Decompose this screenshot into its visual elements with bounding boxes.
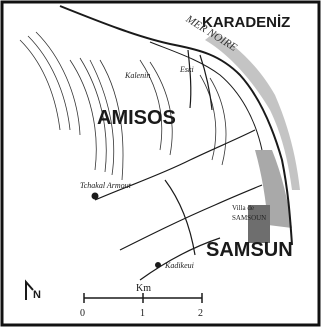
coastline-inner [149, 41, 263, 151]
label-kalenin: Kalenin [124, 71, 150, 80]
kadikeui-marker [155, 262, 161, 268]
label-samsoun: SAMSOUN [232, 214, 266, 222]
scale-tick-1: 1 [140, 308, 145, 319]
label-tchakal: Tchakal Armout [80, 181, 132, 190]
label-eski: Eski [179, 65, 194, 74]
label-samsun: SAMSUN [206, 239, 293, 261]
scale-tick-2: 2 [198, 308, 203, 319]
north-label: N [33, 289, 41, 301]
label-karadeniz: KARADENİZ [202, 14, 290, 31]
coastline [59, 5, 293, 246]
scale-bar: Km 0 1 2 [80, 283, 203, 319]
coast-shading-lower [255, 150, 292, 228]
sea-shading [205, 32, 300, 190]
label-amisos: AMISOS [97, 107, 176, 129]
tchakal-marker [91, 192, 99, 200]
label-villa-de: Villa de [232, 204, 254, 212]
samsun-town-block [248, 205, 270, 243]
scale-tick-0: 0 [80, 308, 85, 319]
label-kadikeui: Kadikeui [164, 261, 194, 270]
scale-unit: Km [136, 283, 151, 294]
north-arrow: N [25, 279, 41, 301]
north-arrow-icon [25, 279, 34, 300]
hill-hatching [19, 31, 227, 181]
rivers-roads [94, 49, 263, 281]
